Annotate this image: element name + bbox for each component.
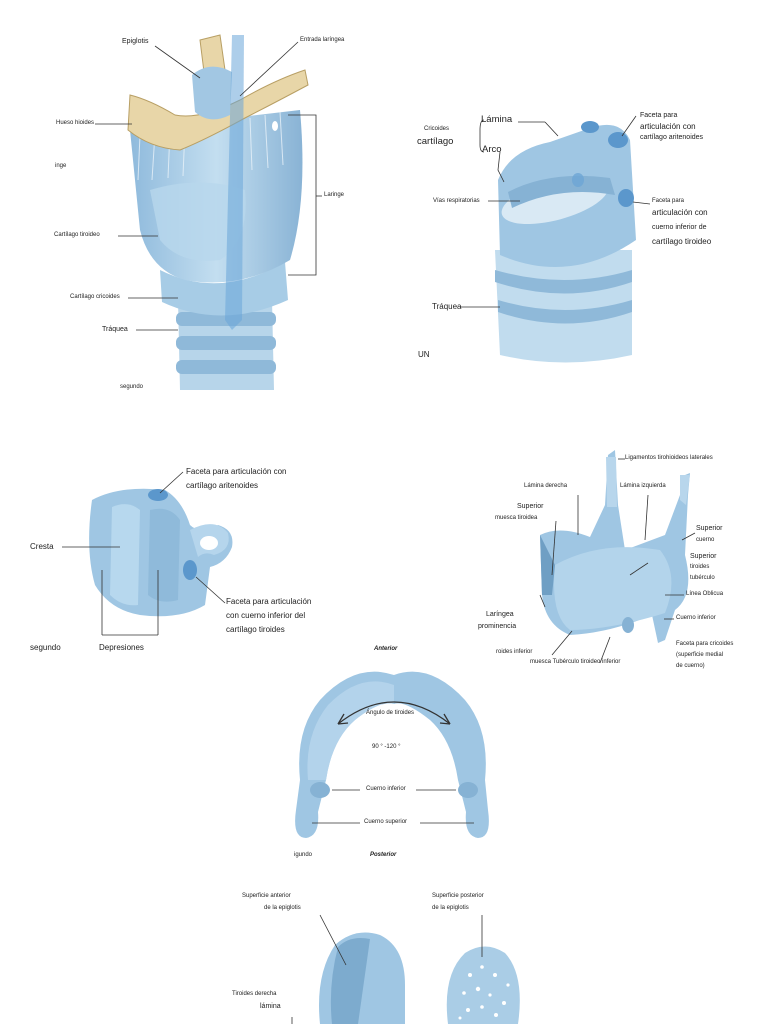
label-faceta-aritenoides-1: Faceta para	[640, 112, 678, 119]
label-superficie-anterior-2: de la epiglotis	[264, 905, 301, 911]
label-superior-tubérculo-1: Superior	[690, 553, 717, 560]
figure-thyroid-lateral: Ligamentos tirohioideos laterales Lámina…	[470, 445, 768, 685]
label-traquea: Tráquea	[102, 326, 128, 333]
label-tiroides-derecha: Tiroides derecha	[232, 991, 277, 997]
figure-cricoid-trachea: Cricoides cartílago Lámina Arco Vías res…	[400, 100, 768, 380]
label-cuerno-inferior: Cuerno inferior	[366, 786, 406, 792]
label-cresta: Cresta	[30, 542, 54, 551]
label-faceta-tiroideo-1: Faceta para	[652, 198, 685, 204]
label-angulo-tiroides: Ángulo de tiroides	[366, 710, 415, 716]
label-epiglotis: Epiglotis	[122, 38, 149, 45]
label-arco: Arco	[482, 144, 502, 155]
label-igundo: igundo	[294, 852, 313, 858]
label-faceta-aritenoides-1: Faceta para articulación con	[186, 467, 287, 476]
label-faceta-tiroideo-4: cartílago tiroideo	[652, 237, 712, 246]
label-traquea: Tráquea	[432, 302, 462, 311]
label-superficie-anterior-1: Superficie anterior	[242, 893, 291, 899]
label-lamina: lámina	[260, 1003, 281, 1010]
label-cuerno-inferior: Cuerno inferior	[676, 615, 716, 621]
label-faceta-tiroides-2: con cuerno inferior del	[226, 611, 306, 620]
larynx-overview-illustration	[95, 34, 322, 390]
label-anterior: Anterior	[374, 646, 398, 652]
label-inge: inge	[55, 163, 67, 169]
label-grados: 90 ° -120 °	[372, 744, 401, 750]
label-entrada-laringea: Entrada laríngea	[300, 37, 345, 43]
label-superior-muesca-2: muesca tiroidea	[495, 515, 538, 521]
label-cartilago: cartílago	[417, 136, 454, 147]
label-faceta-tiroideo-3: cuerno inferior de	[652, 224, 707, 231]
label-vias-respiratorias: Vías respiratorias	[433, 198, 480, 204]
label-segundo: segundo	[120, 384, 144, 390]
label-segundo: segundo	[30, 643, 61, 652]
label-faceta-aritenoides-2: articulación con	[640, 122, 696, 131]
cricoid-posterior-illustration	[62, 471, 233, 636]
figure-cricoid-posterior: Faceta para articulación con cartílago a…	[0, 455, 340, 665]
label-faceta-cricoides-3: de cuerno)	[676, 663, 705, 669]
figure-thyroid-angle: Anterior Ángulo de tiroides 90 ° -120 ° …	[280, 640, 510, 870]
cricoid-trachea-illustration	[460, 115, 651, 363]
label-lamina-derecha: Lámina derecha	[524, 483, 568, 489]
label-hueso-hioides: Hueso hioides	[56, 120, 95, 126]
label-laringea-1: Laríngea	[486, 611, 514, 618]
label-superior-tubérculo-3: tubérculo	[690, 575, 715, 581]
label-faceta-tiroides-1: Faceta para articulación	[226, 597, 312, 606]
label-muesca-tuberculo: muesca Tubérculo tiroideo inferior	[530, 659, 621, 665]
label-superficie-posterior-1: Superficie posterior	[432, 893, 484, 899]
label-superior-muesca-1: Superior	[517, 503, 544, 510]
epiglottis-illustration	[291, 914, 520, 1024]
label-cartilago-cricoides: Cartílago cricoides	[70, 294, 120, 300]
label-laringe: Laringe	[324, 192, 345, 198]
thyroid-lateral-illustration	[539, 450, 696, 664]
figure-larynx-overview: Epiglotis Entrada laríngea Hueso hioides…	[0, 0, 344, 400]
label-lamina: Lámina	[481, 114, 513, 125]
label-faceta-tiroideo-2: articulación con	[652, 208, 708, 217]
label-depresiones: Depresiones	[99, 643, 144, 652]
label-superior-cuerno-1: Superior	[696, 525, 723, 532]
label-faceta-aritenoides-2: cartílago aritenoides	[186, 481, 259, 490]
label-tiroides-inferior: roides inferior	[496, 649, 533, 655]
thyroid-angle-illustration	[295, 671, 489, 838]
label-posterior: Posterior	[370, 852, 397, 858]
label-faceta-cricoides-1: Faceta para cricoides	[676, 641, 734, 647]
label-superior-cuerno-2: cuerno	[696, 537, 715, 543]
label-un: UN	[418, 350, 430, 359]
label-cuerno-superior: Cuerno superior	[364, 819, 408, 825]
label-cricoides: Cricoides	[424, 126, 450, 132]
figure-epiglottis: Superficie anterior de la epiglotis Supe…	[220, 885, 540, 1024]
label-faceta-tiroides-3: cartílago tiroides	[226, 625, 285, 634]
label-cartilago-tiroideo: Cartílago tiroideo	[54, 232, 100, 238]
label-lamina-izquierda: Lámina izquierda	[620, 483, 666, 489]
label-superficie-posterior-2: de la epiglotis	[432, 905, 469, 911]
label-faceta-aritenoides-3: cartílago aritenoides	[640, 134, 704, 141]
label-linea-oblicua: Línea Oblicua	[686, 591, 724, 597]
label-ligamentos: Ligamentos tirohioideos laterales	[625, 455, 713, 461]
label-laringea-2: prominencia	[478, 623, 517, 630]
label-superior-tubérculo-2: tiroides	[690, 564, 710, 570]
label-faceta-cricoides-2: (superficie medial	[676, 652, 724, 658]
